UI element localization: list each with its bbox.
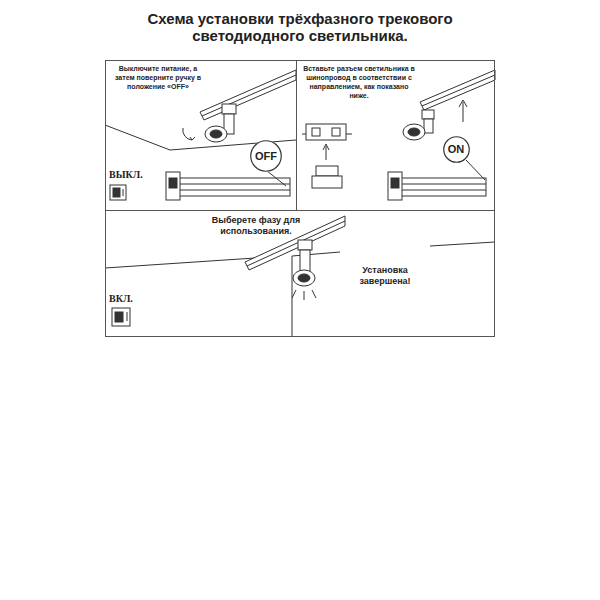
instruction-text: Вставьте разъем светильника в шинопровод… <box>299 64 419 100</box>
track-profile <box>166 167 290 200</box>
track-rail <box>420 70 495 110</box>
step-panel: OFF Выключите питание, а затем поверните … <box>105 60 297 211</box>
switch-state: ON <box>448 143 465 155</box>
luminaire <box>183 104 236 142</box>
status-text: Установка завершена! <box>346 265 424 287</box>
circle-outline-shape <box>251 141 282 172</box>
wall-switch <box>110 185 126 200</box>
title: Схема установки трёхфазного трекового св… <box>120 10 480 44</box>
room-lines <box>105 242 495 337</box>
switch-state-circle: OFF <box>250 140 282 172</box>
state-label: ВКЛ. <box>109 293 133 305</box>
switch-state: OFF <box>255 150 277 162</box>
connector-detail <box>302 124 352 188</box>
luminaire <box>292 240 316 300</box>
step-panel: ON Вставьте разъем светильника в шинопров… <box>296 60 495 211</box>
track-profile <box>388 160 486 200</box>
instruction-text: Выключите питание, а затем поверните руч… <box>109 64 207 91</box>
instruction-text: Выберете фазу для использования. <box>191 215 321 237</box>
state-label: ВЫКЛ. <box>109 169 143 181</box>
circle-outline-shape <box>443 136 469 162</box>
switch-state-circle: ON <box>443 136 470 163</box>
step-panel: Выберете фазу для использования. ВКЛ. Уста… <box>105 210 495 337</box>
wall-switch <box>112 308 130 326</box>
luminaire <box>403 100 467 140</box>
track-rail <box>200 70 296 120</box>
